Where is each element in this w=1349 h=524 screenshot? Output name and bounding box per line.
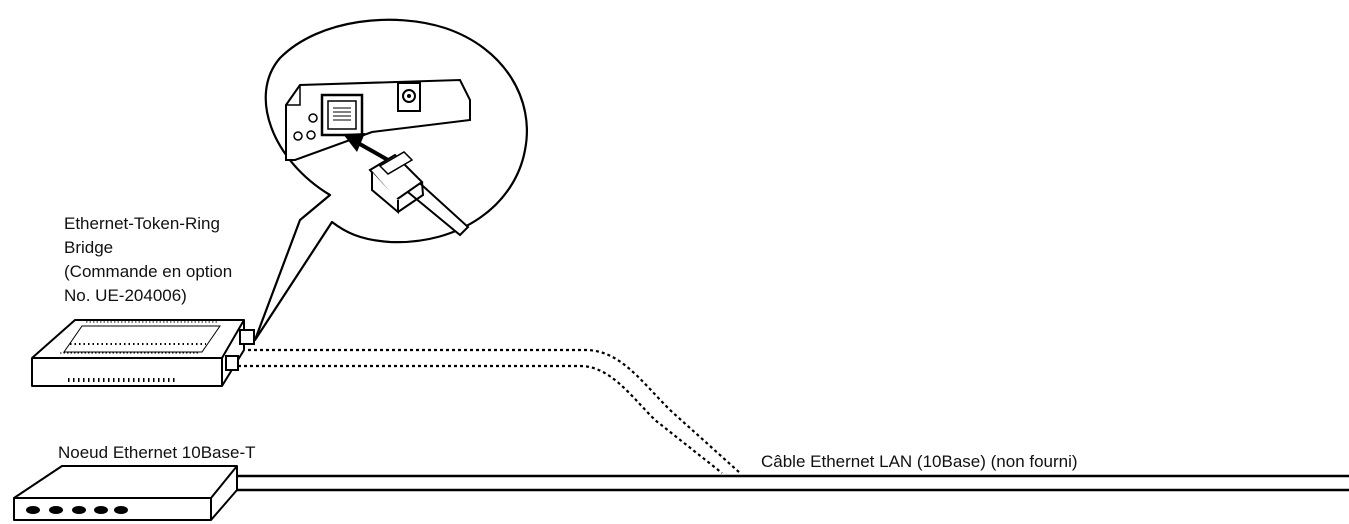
- ethernet-cable-dashed: [238, 348, 741, 474]
- rj45-port-icon: [320, 93, 364, 137]
- led-icon: [308, 113, 318, 123]
- bridge-label-line: No. UE-204006): [64, 286, 187, 305]
- bridge-device: [31, 319, 255, 387]
- lan-backbone: [237, 474, 1349, 492]
- node-label: Noeud Ethernet 10Base-T: [58, 443, 256, 462]
- cable-label: Câble Ethernet LAN (10Base) (non fourni): [761, 452, 1078, 471]
- arrow-icon: [343, 133, 389, 162]
- bridge-label-line: Bridge: [64, 238, 114, 257]
- port-panel-zoom: [285, 78, 471, 161]
- bridge-label: Ethernet-Token-Ring Bridge (Commande en …: [64, 212, 232, 308]
- led-icon: [306, 130, 316, 140]
- power-jack-icon: [397, 82, 421, 112]
- rj45-plug-icon: [368, 151, 470, 237]
- led-icon: [293, 131, 303, 141]
- bridge-label-line: (Commande en option: [64, 262, 233, 281]
- network-node: [13, 465, 238, 521]
- bridge-label-line: Ethernet-Token-Ring: [64, 214, 220, 233]
